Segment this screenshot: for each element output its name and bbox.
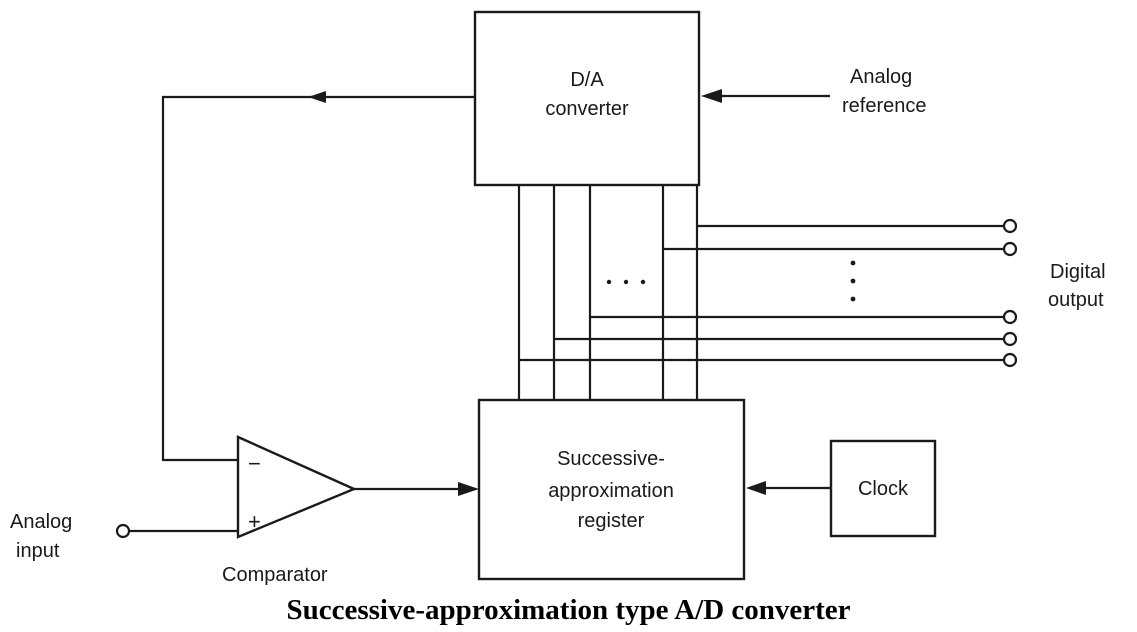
clock-arrow-icon [746, 481, 766, 495]
analog-reference-label-line2: reference [842, 95, 927, 117]
analog-input-label-line2: input [16, 540, 60, 562]
sar-box [477, 398, 746, 581]
analog-input-terminal [115, 523, 131, 539]
output-ellipsis-dot [850, 260, 856, 266]
output-terminal-2 [1002, 241, 1018, 257]
digital-output-lines: Digital output [519, 218, 1106, 368]
bus-ellipsis-dot [623, 279, 629, 285]
comparator: − + Comparator [222, 435, 479, 586]
feedback-wire [161, 95, 475, 462]
diagram-caption: Successive-approximation type A/D conver… [286, 594, 851, 626]
dac-feedback-line [161, 91, 475, 462]
sar-label-line2: approximation [548, 480, 674, 502]
clock-block: Clock [746, 439, 937, 538]
output-ellipsis-dot [850, 278, 856, 284]
sar-block: Successive- approximation register [477, 398, 746, 581]
analog-input: Analog input [10, 511, 238, 562]
sar-label-line1: Successive- [557, 448, 665, 470]
output-terminal-4 [1002, 331, 1018, 347]
digital-output-label-line2: output [1048, 289, 1104, 311]
comparator-label: Comparator [222, 564, 328, 586]
output-terminal-5 [1002, 352, 1018, 368]
analog-reference-arrow-icon [701, 89, 722, 103]
dac-box [473, 10, 701, 187]
parallel-bus [517, 185, 699, 400]
analog-reference-label-line1: Analog [850, 66, 912, 88]
comparator-triangle [236, 435, 358, 539]
comparator-plus-sign: + [248, 509, 261, 534]
comparator-output-arrow-icon [458, 482, 479, 496]
digital-output-label-line1: Digital [1050, 261, 1106, 283]
analog-reference-input: Analog reference [701, 66, 927, 117]
dac-label-line1: D/A [570, 69, 604, 91]
output-ellipsis-dot [850, 296, 856, 302]
bus-ellipsis-dot [606, 279, 612, 285]
comparator-minus-sign: − [248, 451, 261, 476]
feedback-arrow-icon [308, 91, 326, 103]
output-terminal-1 [1002, 218, 1018, 234]
output-terminal-3 [1002, 309, 1018, 325]
dac-block: D/A converter [473, 10, 701, 187]
sar-label-line3: register [578, 510, 645, 532]
dac-label-line2: converter [545, 98, 629, 120]
bus-ellipsis-dot [640, 279, 646, 285]
clock-label: Clock [858, 478, 909, 500]
block-diagram: D/A converter Analog reference [10, 10, 1106, 586]
analog-input-label-line1: Analog [10, 511, 72, 533]
